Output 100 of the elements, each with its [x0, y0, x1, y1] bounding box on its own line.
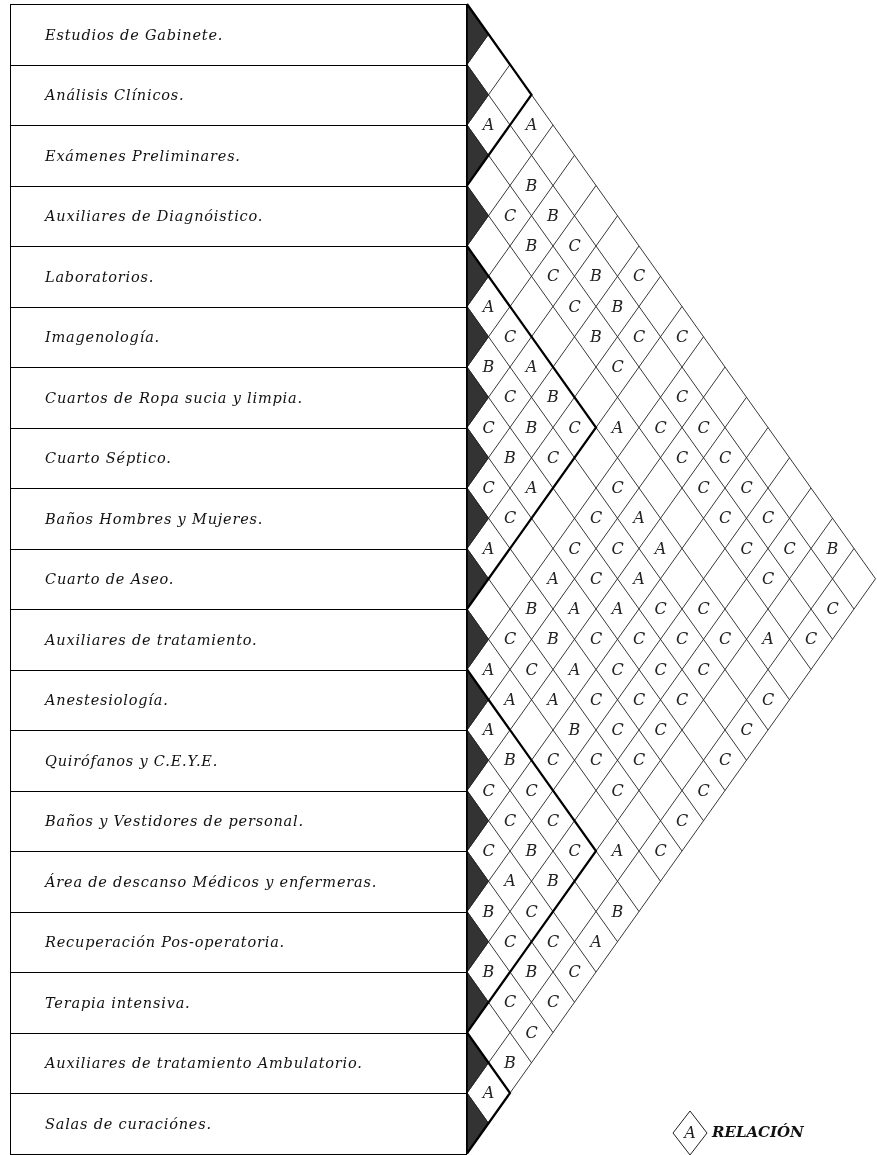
relation-letter: C: [674, 688, 690, 711]
relation-letter: B: [481, 900, 496, 923]
relation-letter: C: [588, 507, 604, 530]
relation-letter: C: [717, 507, 733, 530]
relation-letter: A: [609, 416, 625, 439]
area-box: Auxiliares de tratamiento.: [10, 609, 467, 671]
relation-letter: C: [567, 537, 582, 560]
relation-letter: C: [502, 507, 518, 530]
relation-letter: B: [524, 598, 539, 620]
relation-letter: C: [739, 477, 754, 499]
relation-letter: A: [545, 567, 560, 590]
relation-letter: C: [545, 446, 561, 469]
relation-letter: C: [502, 204, 518, 227]
relation-letter: C: [524, 900, 539, 923]
relation-letter: A: [523, 356, 539, 378]
relation-letter: C: [545, 991, 561, 1014]
relation-letter: C: [481, 779, 496, 802]
relation-letter: C: [696, 779, 711, 802]
relation-letter: B: [567, 719, 582, 741]
relation-letter: C: [696, 598, 711, 620]
relation-letter: C: [631, 749, 647, 772]
area-box: Laboratorios.: [10, 246, 467, 308]
relation-letter: A: [480, 658, 496, 681]
relation-letter: C: [674, 386, 690, 409]
relation-letter: A: [480, 114, 496, 136]
relation-letter: A: [545, 688, 560, 711]
relation-letter: B: [610, 295, 625, 318]
relation-letter: C: [588, 567, 604, 590]
relation-letter: C: [760, 507, 776, 530]
relation-letter: C: [588, 688, 604, 711]
relation-letter: C: [567, 416, 582, 439]
relation-letter: C: [481, 840, 496, 862]
relation-letter: C: [545, 930, 561, 953]
relation-letter: A: [631, 567, 646, 590]
legend-letter: A: [682, 1122, 697, 1144]
relation-letter: C: [674, 325, 690, 348]
relation-letter: C: [610, 356, 625, 378]
relation-letter: C: [588, 628, 604, 651]
relation-letter: C: [674, 809, 690, 832]
relation-letter: B: [825, 537, 840, 560]
relation-letter: B: [524, 174, 539, 197]
area-box: Cuarto de Aseo.: [10, 548, 467, 610]
relation-letter: A: [480, 1082, 496, 1104]
relation-letter: C: [524, 658, 539, 681]
relation-letter: B: [524, 416, 539, 439]
area-box: Recuperación Pos-operatoria.: [10, 911, 467, 973]
relation-letter: C: [524, 1021, 539, 1044]
relation-letter: C: [653, 598, 668, 620]
relation-letter: B: [524, 840, 539, 862]
relation-letter: C: [717, 628, 733, 651]
relation-letter: C: [696, 416, 711, 439]
relation-letter: A: [631, 507, 646, 530]
relation-letter: C: [760, 688, 776, 711]
area-box: Auxiliares de Diagnóistico.: [10, 185, 467, 247]
relation-letter: C: [653, 658, 668, 681]
relation-letter: C: [545, 749, 561, 772]
area-box: Exámenes Preliminares.: [10, 125, 467, 187]
relation-letter: C: [653, 840, 668, 862]
relation-letter: B: [546, 628, 560, 651]
relation-letter: A: [502, 870, 517, 893]
relation-letter: C: [481, 477, 496, 499]
relation-letter: A: [502, 688, 517, 711]
relation-letter: B: [503, 1051, 517, 1074]
relation-letter: C: [631, 628, 647, 651]
relation-letter: C: [567, 295, 582, 318]
relation-letter: C: [717, 749, 733, 772]
relation-letter: C: [653, 416, 668, 439]
area-box: Salas de curaciónes.: [10, 1093, 467, 1155]
relation-letter: C: [610, 719, 625, 741]
relation-letter: C: [782, 537, 797, 560]
relation-letter: C: [502, 809, 518, 832]
relation-letter: C: [610, 779, 625, 802]
relation-letter: C: [739, 719, 754, 741]
relation-letter: B: [503, 446, 517, 469]
relation-letter: B: [524, 235, 539, 257]
relation-letter: B: [589, 325, 603, 348]
relation-letter: C: [760, 567, 776, 590]
relation-letter: A: [609, 840, 625, 862]
relation-letter: C: [631, 688, 647, 711]
relation-letter: A: [480, 719, 496, 741]
area-box: Área de descanso Médicos y enfermeras.: [10, 851, 467, 913]
relation-letter: C: [610, 658, 625, 681]
relation-letter: A: [480, 295, 496, 318]
area-box: Baños Hombres y Mujeres.: [10, 488, 467, 550]
relation-letter: C: [502, 628, 518, 651]
area-box: Terapia intensiva.: [10, 972, 467, 1034]
relation-letter: C: [567, 235, 582, 257]
relation-letter: A: [609, 598, 625, 620]
relation-letter: B: [610, 900, 625, 923]
relation-letter: C: [502, 325, 518, 348]
relation-letter: C: [825, 598, 840, 620]
relation-letter: C: [610, 477, 625, 499]
relation-letter: A: [480, 537, 496, 560]
relation-letter: A: [566, 598, 582, 620]
relation-letter: C: [717, 446, 733, 469]
relation-letter: B: [546, 204, 560, 227]
relation-letter: C: [739, 537, 754, 560]
area-box: Anestesiología.: [10, 669, 467, 731]
relation-letter: C: [610, 537, 625, 560]
relation-letter: C: [545, 265, 561, 288]
